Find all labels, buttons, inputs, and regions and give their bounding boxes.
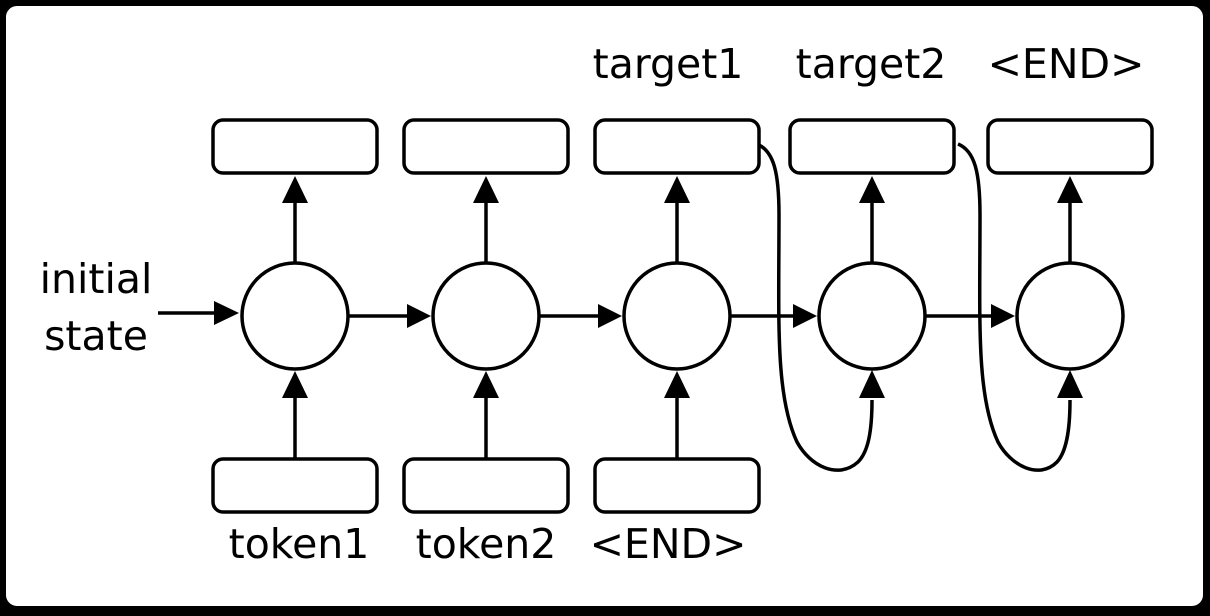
- output-arrow-1: [282, 176, 308, 264]
- state-arrow-1-2: [348, 304, 431, 328]
- output-arrow-5: [1057, 176, 1083, 264]
- rnn-cell-3: [622, 261, 732, 371]
- output-arrow-3-head-icon: [664, 176, 690, 203]
- feedback-curve-2-path: [957, 142, 1072, 472]
- rnn-cell-1: [240, 261, 350, 371]
- output-arrow-4: [859, 176, 885, 264]
- feedback-arrowhead-1-icon: [859, 370, 885, 398]
- input-box-3: [593, 457, 761, 514]
- state-arrow-2-3: [539, 304, 622, 328]
- input-arrow-3: [664, 371, 690, 460]
- output-label-2: target2: [795, 40, 947, 88]
- initial-state-label-line1: initial: [39, 255, 153, 303]
- output-arrow-4-head-icon: [859, 176, 885, 203]
- output-arrow-2: [473, 176, 499, 264]
- output-box-5: [986, 118, 1154, 175]
- initial-state-arrow-head-icon: [214, 301, 239, 325]
- input-label-3: <END>: [589, 520, 747, 568]
- output-arrow-3: [664, 176, 690, 264]
- state-arrow-4-5: [925, 304, 1015, 328]
- state-arrow-3-4-head-icon: [793, 304, 817, 328]
- output-arrow-1-head-icon: [282, 176, 308, 203]
- feedback-curve-1-path: [756, 142, 874, 472]
- output-box-4: [788, 118, 956, 175]
- output-box-1: [211, 118, 379, 175]
- feedback-arrowhead-2-icon: [1057, 370, 1083, 398]
- initial-state-label-line2: state: [44, 312, 148, 360]
- input-arrow-2: [473, 371, 499, 460]
- output-box-3: [593, 118, 761, 175]
- state-arrow-4-5-head-icon: [991, 304, 1015, 328]
- state-arrow-1-2-head-icon: [407, 304, 431, 328]
- input-box-2: [402, 457, 570, 514]
- rnn-cell-5: [1015, 261, 1125, 371]
- input-label-2: token2: [415, 520, 557, 568]
- output-arrow-2-head-icon: [473, 176, 499, 203]
- initial-state-arrow: [158, 301, 239, 325]
- input-arrow-3-head-icon: [664, 371, 690, 398]
- input-box-1: [211, 457, 379, 514]
- initial-state-label: initial state: [1, 251, 191, 365]
- output-label-1: target1: [592, 40, 744, 88]
- input-label-1: token1: [228, 520, 370, 568]
- output-label-3: <END>: [987, 40, 1145, 88]
- output-arrow-5-head-icon: [1057, 176, 1083, 203]
- state-arrow-3-4: [730, 304, 817, 328]
- input-arrow-1: [282, 371, 308, 460]
- input-arrow-2-head-icon: [473, 371, 499, 398]
- state-arrow-2-3-head-icon: [598, 304, 622, 328]
- input-arrow-1-head-icon: [282, 371, 308, 398]
- rnn-cell-2: [431, 261, 541, 371]
- feedback-curve-1: [756, 142, 885, 472]
- output-box-2: [402, 118, 570, 175]
- rnn-cell-4: [817, 261, 927, 371]
- feedback-curve-2: [957, 142, 1083, 472]
